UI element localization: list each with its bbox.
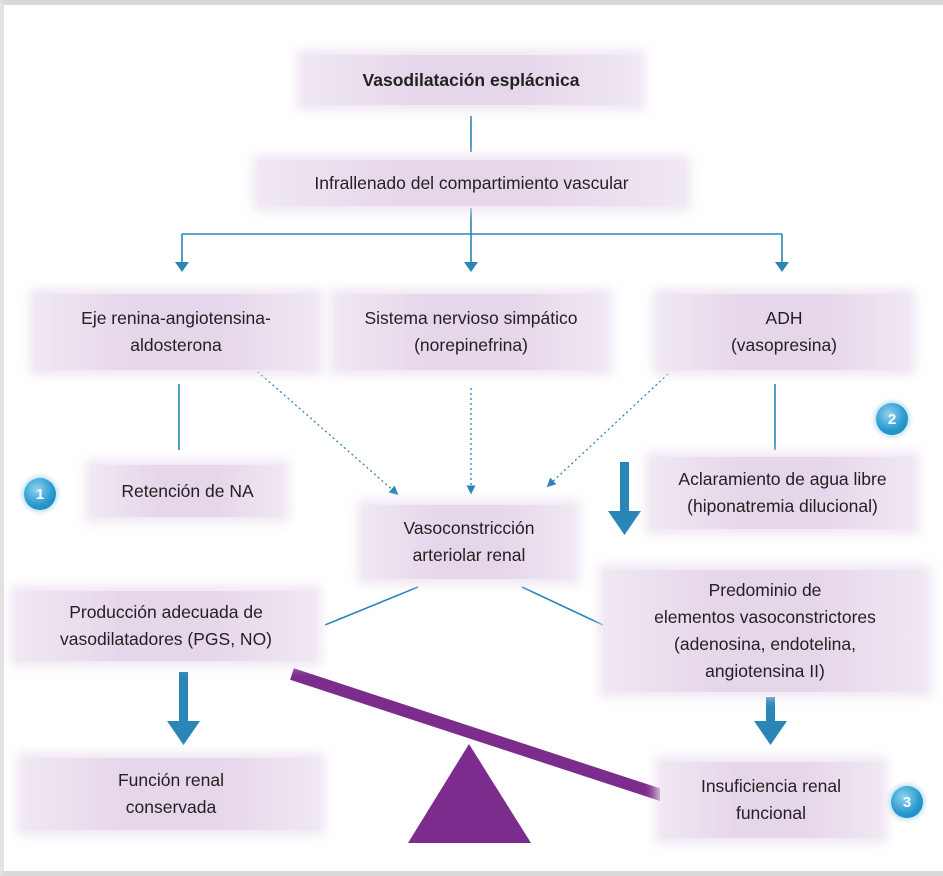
node-vasoconstriccion-line2: arteriolar renal [412, 545, 526, 565]
node-aclaramiento-line2: (hiponatremia dilucional) [687, 496, 878, 516]
node-aclaramiento-line1: Aclaramiento de agua libre [678, 469, 887, 489]
node-funcion-renal-line1: Función renal [117, 770, 225, 790]
seesaw-fulcrum [408, 744, 531, 843]
node-insuficiencia-line2: funcional [735, 803, 807, 823]
step-badge-1: 1 [24, 478, 56, 510]
node-insuficiencia: Insuficiencia renal funcional [660, 762, 882, 838]
node-vasoconstriccion-line1: Vasoconstricción [403, 518, 535, 538]
node-produccion: Producción adecuada de vasodilatadores (… [16, 591, 316, 661]
step-badge-3: 3 [891, 786, 923, 818]
seesaw-beam [290, 668, 666, 802]
node-aclaramiento: Aclaramiento de agua libre (hiponatremia… [651, 457, 914, 529]
thick-arrow-predominio-head [754, 721, 787, 745]
connector-vaso-predominio [521, 586, 604, 626]
node-sistema-nervioso-line1: Sistema nervioso simpático [364, 308, 578, 328]
dotted-adh-vaso [546, 373, 669, 488]
node-eje-renina-line1: Eje renina-angiotensina- [81, 308, 271, 328]
node-vasoconstriccion: Vasoconstricción arteriolar renal [363, 505, 575, 579]
node-adh: ADH (vasopresina) [658, 294, 910, 370]
thick-arrow-aclaramiento-shaft [620, 462, 629, 514]
node-adh-line2: (vasopresina) [730, 335, 838, 355]
arrowhead-raa [175, 262, 189, 272]
node-vasodilatacion-esplacnica: Vasodilatación esplácnica [302, 55, 640, 105]
arrowhead-sns [464, 262, 478, 272]
node-predominio-line3: (adenosina, endotelina, [674, 634, 856, 654]
node-produccion-line2: vasodilatadores (PGS, NO) [59, 629, 273, 649]
node-funcion-renal: Función renal conservada [22, 758, 320, 830]
thick-arrow-predominio-shaft [766, 697, 775, 724]
node-predominio-line1: Predominio de [708, 580, 822, 600]
node-eje-renina: Eje renina-angiotensina- aldosterona [35, 294, 317, 370]
node-insuficiencia-line1: Insuficiencia renal [700, 776, 842, 796]
node-infrallenado: Infrallenado del compartimiento vascular [258, 160, 685, 206]
connector-vaso-produccion [324, 586, 419, 626]
node-sistema-nervioso: Sistema nervioso simpático (norepinefrin… [335, 294, 607, 370]
node-eje-renina-line2: aldosterona [130, 335, 222, 355]
arrowhead-adh [775, 262, 789, 272]
dotted-raa-vaso [249, 364, 399, 495]
node-retencion-na: Retención de NA [91, 465, 284, 517]
node-predominio-line4: angiotensina II) [705, 661, 825, 681]
thick-arrow-produccion-head [167, 721, 200, 745]
node-adh-line1: ADH [765, 308, 803, 328]
thick-arrow-aclaramiento-head [608, 511, 641, 535]
thick-arrow-produccion-shaft [179, 672, 188, 724]
step-badge-2: 2 [876, 403, 908, 435]
node-predominio-line2: elementos vasoconstrictores [654, 607, 876, 627]
node-produccion-line1: Producción adecuada de [69, 602, 263, 622]
node-sistema-nervioso-line2: (norepinefrina) [414, 335, 528, 355]
node-predominio: Predominio de elementos vasoconstrictore… [604, 570, 926, 692]
node-funcion-renal-line2: conservada [125, 797, 217, 817]
